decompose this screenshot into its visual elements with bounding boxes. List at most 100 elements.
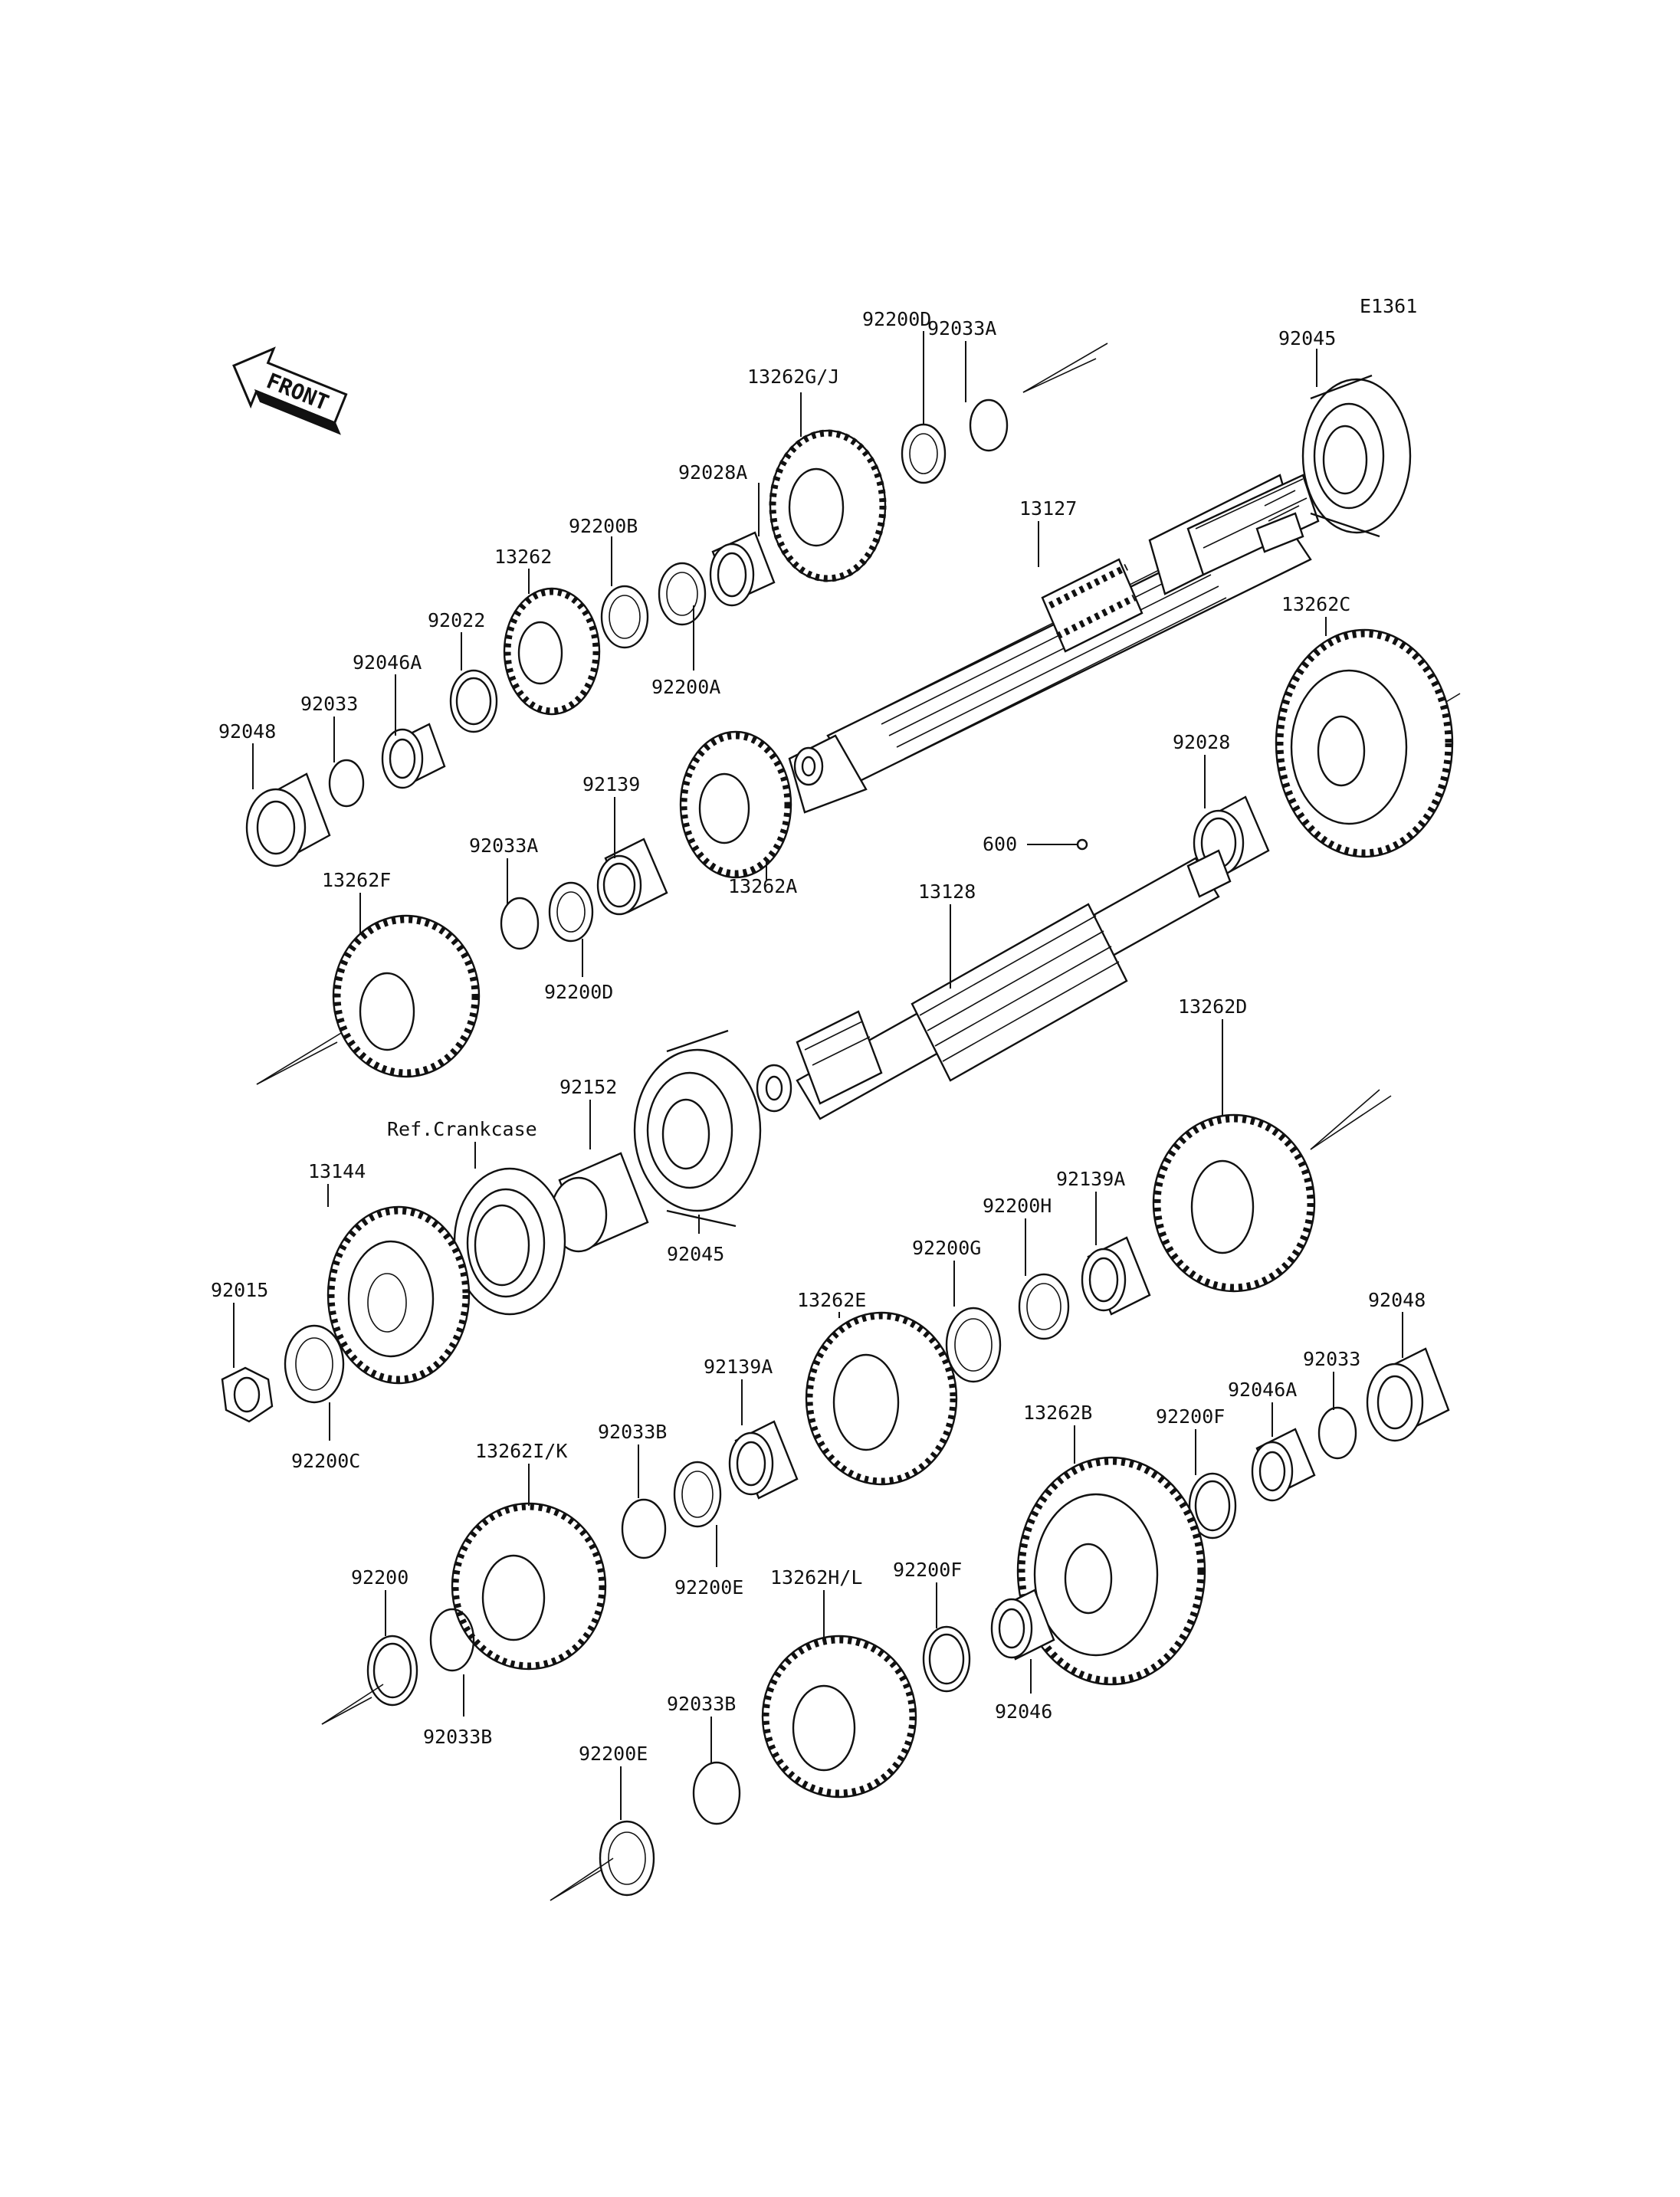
callout-13144: 13144 — [308, 1160, 366, 1182]
needle-bearing-92046 — [990, 1589, 1055, 1661]
washer-92200a — [658, 562, 707, 626]
callout-92200d-top: 92200D — [862, 308, 931, 330]
callout-92046a-right: 92046A — [1228, 1379, 1297, 1401]
callout-92200e-low: 92200E — [579, 1743, 648, 1765]
callout-92048-right: 92048 — [1368, 1289, 1426, 1311]
washer-92200f-low — [922, 1625, 971, 1693]
collar-92048-right — [1366, 1347, 1450, 1442]
callout-600: 600 — [983, 833, 1017, 855]
circlip-92033a-top — [969, 398, 1009, 452]
callout-13127: 13127 — [1019, 497, 1077, 520]
callout-ref-crankcase: Ref.Crankcase — [387, 1118, 537, 1140]
callout-92033b-top: 92033B — [598, 1421, 667, 1443]
gear-13262b — [1016, 1456, 1206, 1686]
callout-92048-top: 92048 — [218, 720, 276, 743]
callout-13262c: 13262C — [1281, 593, 1350, 615]
shaft-13128 — [756, 849, 1232, 1120]
washer-92200e-low — [599, 1820, 655, 1897]
circlip-92033b-left — [429, 1608, 475, 1672]
gear-13262hl — [761, 1635, 917, 1799]
callout-13262a: 13262A — [728, 875, 797, 897]
needle-bearing-92046a-top — [381, 723, 446, 789]
gear-13262ik — [451, 1502, 607, 1671]
needle-bearing-92139a-right — [1081, 1236, 1151, 1316]
callout-92028a: 92028A — [678, 461, 747, 484]
callout-13262: 13262 — [494, 546, 552, 568]
callout-92200h: 92200H — [983, 1195, 1052, 1217]
gear-13262a — [679, 730, 792, 879]
washer-92200f-right — [1188, 1472, 1237, 1540]
callout-92152: 92152 — [559, 1076, 617, 1098]
callout-92200f-right: 92200F — [1156, 1405, 1225, 1428]
callout-92033b-left: 92033B — [423, 1726, 492, 1748]
circlip-92033b-low — [692, 1761, 741, 1825]
bearing-92045-mid — [633, 1029, 762, 1228]
washer-92200e-mid — [673, 1461, 722, 1528]
callout-13262e: 13262E — [797, 1289, 866, 1311]
dot-600 — [1027, 838, 1088, 851]
circlip-92033-top — [328, 759, 365, 808]
callout-92033b-low: 92033B — [667, 1693, 736, 1715]
gear-13262f — [332, 914, 481, 1078]
leader-lines — [233, 331, 1403, 1820]
gear-13262c — [1275, 628, 1454, 858]
callout-13128: 13128 — [918, 880, 976, 903]
callout-92200d-mid: 92200D — [544, 981, 613, 1003]
circlip-92033-right — [1317, 1406, 1357, 1460]
callout-92046: 92046 — [995, 1700, 1052, 1723]
circlip-92033b-top — [621, 1498, 667, 1559]
front-arrow-icon: FRONT — [232, 346, 348, 435]
callout-92200e-mid: 92200E — [674, 1576, 743, 1599]
washer-92200d-top — [901, 423, 947, 484]
washer-92200g — [945, 1307, 1002, 1383]
nut-92015 — [221, 1366, 274, 1423]
callout-labels: 13262G/J 92200D 92033A 92045 92028A 9220… — [211, 308, 1426, 1765]
washer-92200c — [284, 1324, 345, 1404]
callout-92028: 92028 — [1173, 731, 1230, 753]
sprocket-13144 — [326, 1205, 471, 1385]
gear-13262e — [805, 1311, 958, 1486]
gear-13262d — [1152, 1113, 1316, 1293]
callout-92033-top: 92033 — [300, 693, 358, 715]
callout-92200f-low: 92200F — [893, 1559, 962, 1581]
collar-92048-top — [245, 772, 331, 867]
callout-92139a-left: 92139A — [704, 1356, 773, 1378]
callout-92200a: 92200A — [651, 676, 720, 698]
callout-92015: 92015 — [211, 1279, 268, 1301]
callout-13262f: 13262F — [322, 869, 391, 891]
callout-92200g: 92200G — [912, 1237, 981, 1259]
shaft-13127 — [788, 474, 1320, 814]
callout-92046a-top: 92046A — [353, 651, 422, 674]
bearing-92045-top — [1301, 374, 1412, 538]
callout-92139a-right: 92139A — [1056, 1168, 1125, 1190]
washer-92200d-mid — [548, 881, 594, 943]
callout-13262b: 13262B — [1023, 1402, 1092, 1424]
needle-bearing-92139a-left — [728, 1420, 799, 1500]
callout-92200: 92200 — [351, 1566, 409, 1589]
needle-bearing-92028a — [709, 531, 776, 607]
callout-92033a-top: 92033A — [927, 317, 996, 339]
washer-92200h — [1018, 1273, 1070, 1340]
bushing-92139 — [596, 838, 668, 916]
circlip-92033a-mid — [500, 897, 540, 950]
drawing-code: E1361 — [1360, 295, 1417, 317]
gear-13262 — [503, 587, 601, 716]
callout-92033-right: 92033 — [1303, 1348, 1360, 1370]
needle-bearing-92046a-right — [1251, 1428, 1316, 1502]
callout-92200c: 92200C — [291, 1450, 360, 1472]
callout-92139: 92139 — [582, 773, 640, 795]
washer-92200 — [366, 1635, 418, 1707]
callout-92022: 92022 — [428, 609, 485, 631]
callout-92045-mid: 92045 — [667, 1243, 724, 1265]
seal-ref-crankcase — [453, 1167, 566, 1316]
washer-92200b — [600, 585, 649, 649]
callout-92033a-mid: 92033A — [469, 835, 538, 857]
gear-13262gj — [769, 429, 887, 582]
callout-13262ik: 13262I/K — [475, 1440, 567, 1462]
callout-13262gj: 13262G/J — [747, 366, 839, 388]
callout-13262hl: 13262H/L — [770, 1566, 862, 1589]
washer-92022 — [449, 669, 498, 733]
callout-13262d: 13262D — [1178, 995, 1247, 1018]
callout-92200b: 92200B — [569, 515, 638, 537]
